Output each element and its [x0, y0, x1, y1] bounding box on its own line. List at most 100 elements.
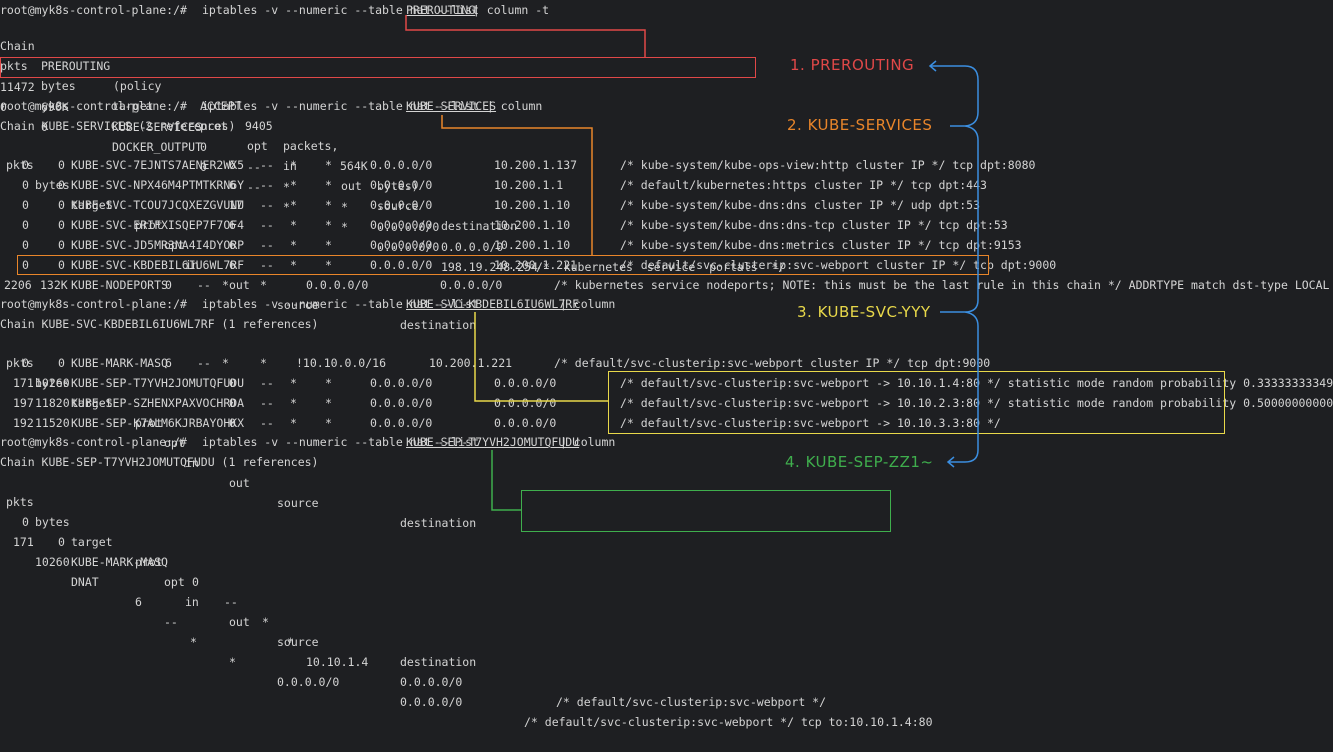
col-header: out: [341, 179, 362, 193]
cell-source: 0.0.0.0/0: [370, 238, 433, 252]
col-header: prot: [135, 416, 163, 430]
cell-in: *: [290, 396, 297, 410]
table-row: 11472 690K KUBE-SERVICES 0 -- * * 0.0.0.…: [0, 57, 785, 274]
cell-destination: 0.0.0.0/0: [494, 416, 557, 430]
col-header: pkts: [6, 158, 34, 172]
cell-in: *: [283, 200, 290, 214]
cell-destination: 10.200.1.1: [494, 178, 564, 192]
col-header: source: [377, 199, 419, 213]
cell-comment: /* kubernetes service portals */: [536, 260, 786, 274]
command-text: iptables -v --numeric --table nat --list: [202, 297, 486, 311]
command-pipe: | column: [480, 99, 543, 113]
shell-prompt: root@myk8s-control-plane:/#: [0, 435, 194, 449]
cell-opt: --: [260, 376, 274, 390]
cell-opt: --: [164, 615, 178, 629]
highlight-box-kube-sep: [521, 490, 891, 532]
cell-in: *: [290, 376, 297, 390]
table-header: pkts bytes target prot opt in out source…: [0, 135, 476, 332]
chain-packets-label: packets,: [283, 139, 339, 153]
cell-pkts: 2206: [4, 278, 32, 292]
cell-in: *: [290, 238, 297, 252]
cell-opt: --: [197, 356, 211, 370]
annotation-kube-svc: 3. KUBE-SVC-YYY: [797, 303, 931, 321]
cell-bytes: 132K: [40, 278, 68, 292]
col-header: opt: [247, 139, 268, 153]
cell-source: 0.0.0.0/0: [377, 240, 440, 254]
cell-source: 10.10.1.4: [306, 655, 369, 669]
cell-pkts: 0: [22, 158, 29, 172]
col-header: bytes: [35, 515, 70, 529]
cell-prot: 6: [165, 356, 172, 370]
cell-prot: 17: [229, 198, 243, 212]
cell-target: KUBE-SVC-ERIFXISQEP7F7OF4: [71, 218, 245, 232]
cell-bytes: 10260: [35, 555, 70, 569]
cell-comment: /* default/svc-clusterip:svc-webport */ …: [524, 715, 933, 729]
cell-source: 0.0.0.0/0: [306, 278, 369, 292]
cell-source: 0.0.0.0/0: [377, 220, 440, 234]
cell-opt: --: [247, 180, 261, 194]
chain-title: Chain KUBE-SVC-KBDEBIL6IU6WL7RF (1 refer…: [0, 317, 319, 331]
col-header: in: [185, 595, 199, 609]
cell-destination: 0.0.0.0/0: [440, 278, 503, 292]
col-header: prot: [135, 555, 163, 569]
terminal-window[interactable]: root@myk8s-control-plane:/# iptables -v …: [0, 0, 1333, 729]
cell-comment: /* default/kubernetes:https cluster IP *…: [620, 178, 987, 192]
table-row: 0 0 KUBE-MARK-MASQ 0 -- * * 10.10.1.4 0.…: [0, 492, 826, 709]
cell-target: KUBE-SEP-T7YVH2JOMUTQFUDU: [71, 376, 245, 390]
cell-prot: 6: [229, 158, 236, 172]
cell-destination: 0.0.0.0/0: [400, 675, 463, 689]
cell-out: *: [325, 238, 332, 252]
cell-out: *: [325, 218, 332, 232]
highlight-box-prerouting: [0, 57, 756, 78]
cell-pkts: 171: [13, 535, 34, 549]
col-header: target: [71, 535, 113, 549]
cell-destination: 10.200.1.137: [494, 158, 578, 172]
cell-pkts: 11472: [0, 80, 35, 94]
col-header: source: [277, 496, 319, 510]
cell-opt: --: [260, 238, 274, 252]
cell-destination: 10.200.1.10: [494, 218, 571, 232]
cell-destination: 0.0.0.0/0: [494, 376, 557, 390]
cell-opt: --: [260, 396, 274, 410]
shell-prompt: root@myk8s-control-plane:/#: [0, 297, 194, 311]
cell-target: KUBE-MARK-MASQ: [71, 555, 168, 569]
cell-out: *: [325, 396, 332, 410]
cell-comment: /* default/svc-clusterip:svc-webport */: [556, 695, 827, 709]
chain-packets: 9405: [245, 119, 273, 133]
cell-opt: --: [260, 416, 274, 430]
col-header: pkts: [6, 495, 34, 509]
col-header: in: [185, 258, 199, 272]
cell-destination: 10.200.1.10: [494, 238, 571, 252]
cell-target: KUBE-SVC-TCOU7JCQXEZGVUNU: [71, 198, 245, 212]
cell-prot: 0: [200, 160, 207, 174]
cell-source: !10.10.0.0/16: [296, 356, 387, 370]
cell-bytes: 690K: [41, 100, 69, 114]
command-chain-arg: KUBE-SEP-T7YVH2JOMUTQFUDU: [406, 435, 580, 449]
cell-pkts: 197: [13, 396, 34, 410]
cell-pkts: 0: [0, 100, 7, 114]
cell-comment: /* kube-system/kube-dns:dns cluster IP *…: [620, 198, 981, 212]
cell-target: KUBE-SEP-K7ALM6KJRBAYOHKX: [71, 416, 245, 430]
cell-destination: 10.200.1.10: [494, 198, 571, 212]
chain-line-prerouting: Chain PREROUTING (policy ACCEPT 9405 pac…: [0, 16, 419, 193]
cell-target: DOCKER_OUTPUT: [112, 140, 203, 154]
cell-pkts: 0: [22, 356, 29, 370]
command-chain-arg: KUBE-SERVICES: [406, 99, 497, 113]
command-text: iptables -v --numeric --table nat --list: [202, 435, 486, 449]
cell-opt: --: [260, 198, 274, 212]
cell-comment: /* kube-system/kube-dns:dns-tcp cluster …: [620, 218, 1008, 232]
cell-bytes: 10260: [35, 376, 70, 390]
col-header: destination: [400, 655, 477, 669]
cell-prot: 0: [200, 140, 207, 154]
cell-destination: 0.0.0.0/0: [494, 396, 557, 410]
table-header: pkts bytes target prot opt in out source…: [0, 472, 476, 669]
connector-green: [491, 450, 521, 511]
arrow-head-1: [928, 60, 937, 72]
command-text: iptables -v --numeric --table nat --list: [202, 3, 486, 17]
cell-in: *: [290, 198, 297, 212]
chain-title: Chain KUBE-SERVICES (2 references): [0, 119, 236, 133]
cell-bytes: 0: [58, 535, 65, 549]
chain-policy: (policy: [113, 79, 162, 93]
arrow-head-2: [946, 456, 955, 468]
cell-prot: 0: [192, 575, 199, 589]
